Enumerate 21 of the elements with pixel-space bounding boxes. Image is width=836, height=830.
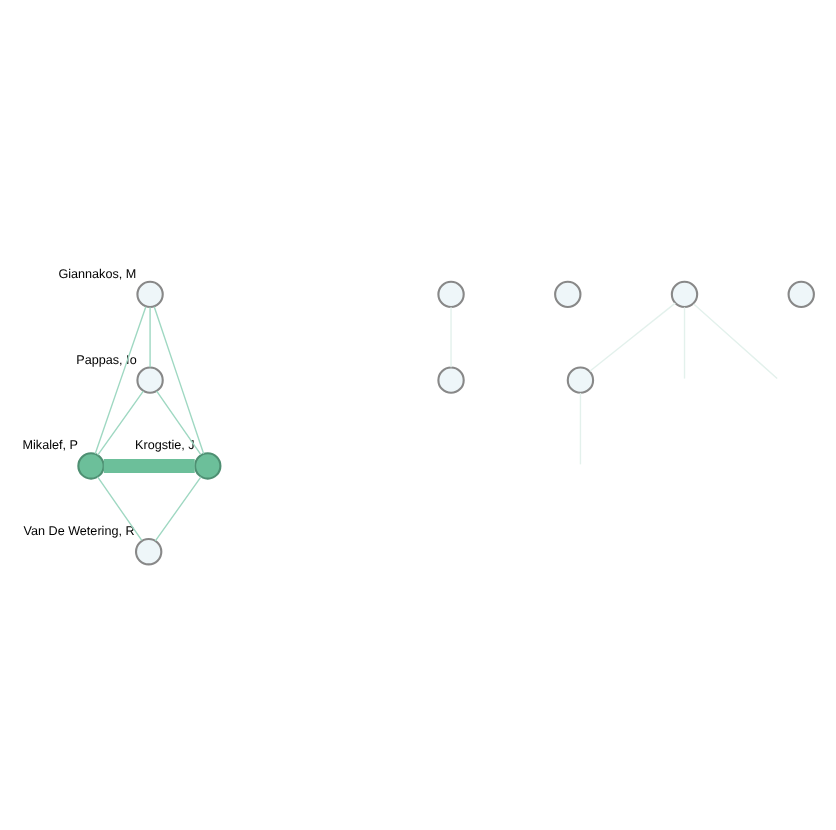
connector: [96, 475, 143, 541]
node-circle: [437, 365, 465, 393]
connector: [589, 301, 676, 371]
connector: [97, 389, 144, 455]
connector: [156, 389, 202, 455]
node-circle: [787, 279, 815, 308]
connector: [154, 475, 202, 541]
connector: [149, 305, 151, 367]
connector: [94, 304, 147, 454]
node-circle: [437, 279, 465, 308]
node-circle: [194, 451, 222, 479]
node-circle: [136, 279, 164, 308]
node-circle: [670, 279, 699, 308]
node-circle: [554, 279, 582, 308]
node-circle: [566, 365, 595, 393]
connector: [693, 302, 778, 379]
node-circle: [77, 451, 105, 479]
connector: [103, 457, 195, 472]
connector: [153, 304, 205, 454]
node-circle: [136, 365, 164, 393]
node-circle: [134, 537, 163, 565]
